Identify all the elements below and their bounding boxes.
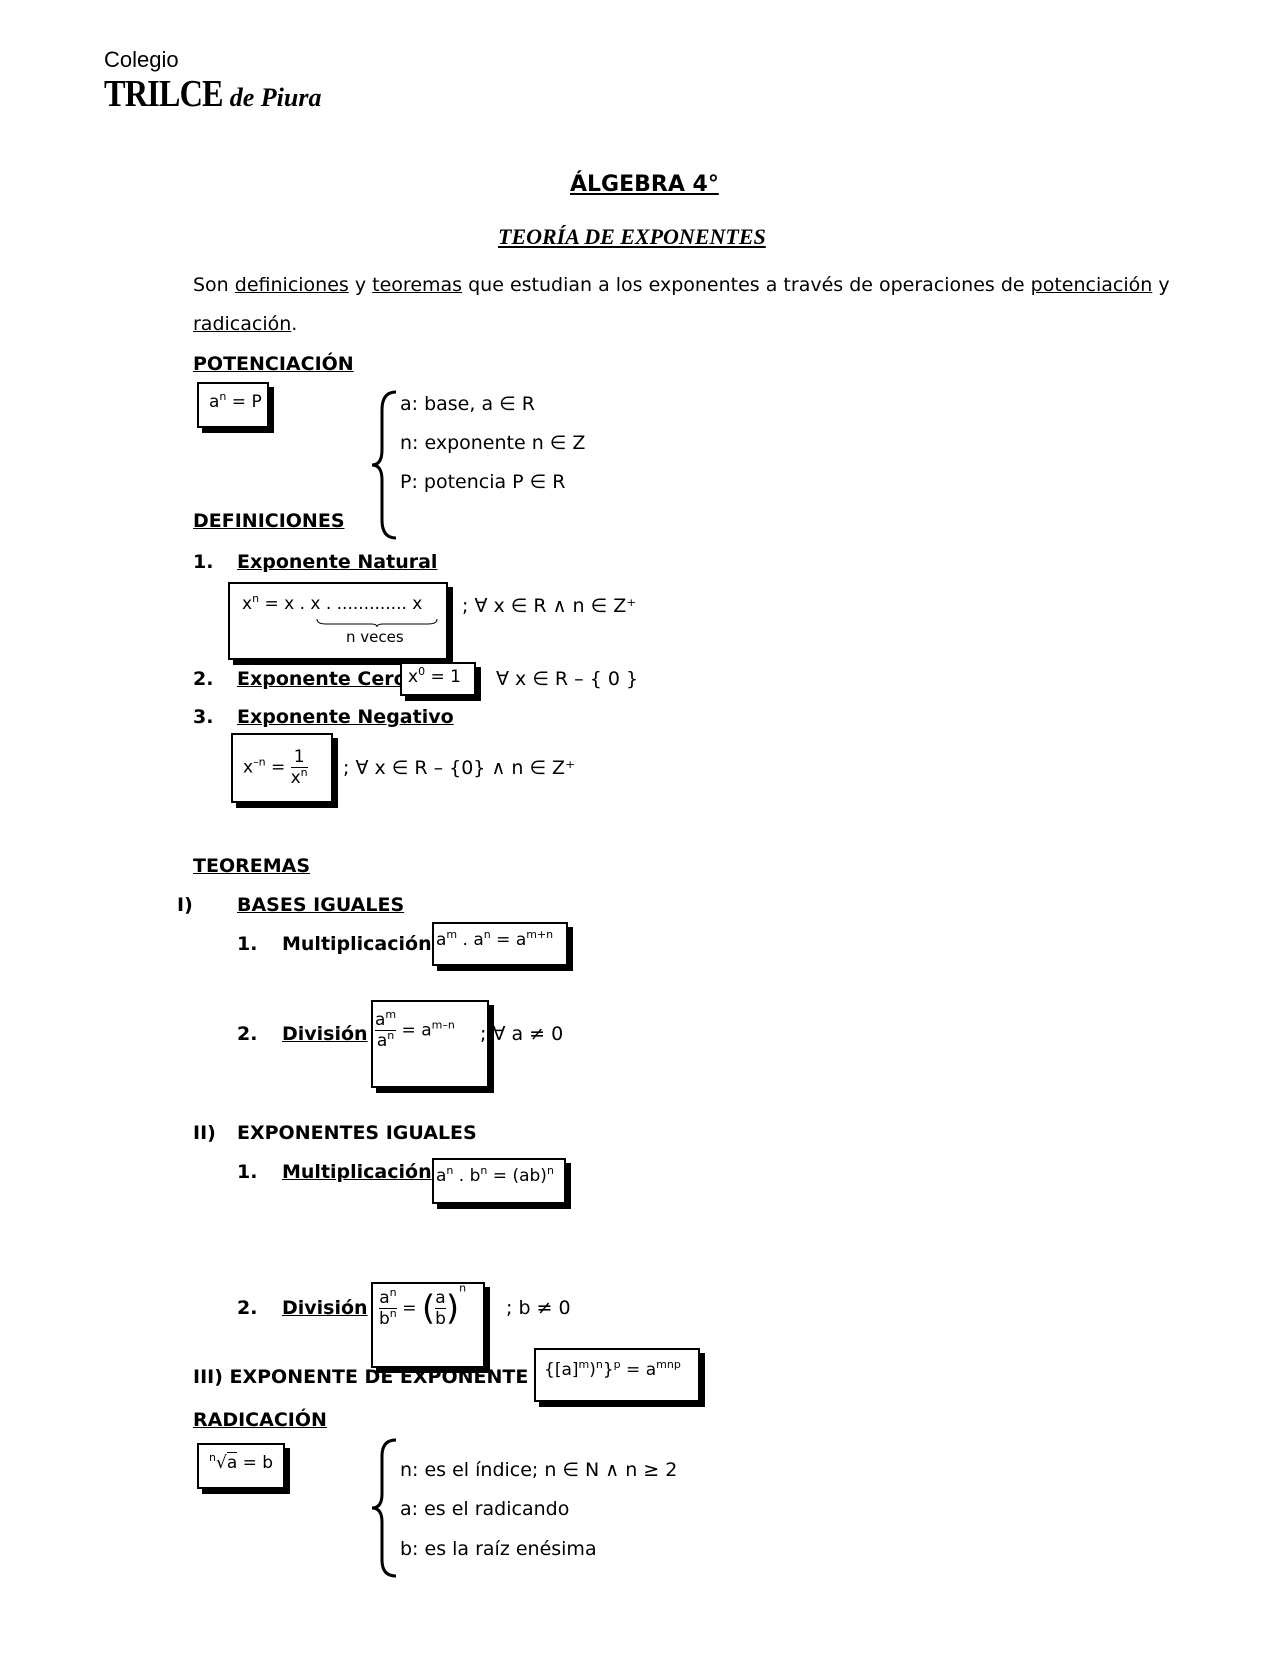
underbrace-label: n veces xyxy=(346,628,404,646)
document-title: TEORÍA DE EXPONENTES xyxy=(498,224,766,249)
potencia-legend-potencia: P: potencia P ∈ R xyxy=(400,471,566,493)
def1-title: Exponente Natural xyxy=(237,551,438,573)
exponentes-iguales-mult-box: an . bn = (ab)n xyxy=(432,1158,566,1204)
logo-line2: TRILCE xyxy=(104,73,224,115)
sec3-title: III) EXPONENTE DE EXPONENTE xyxy=(193,1366,529,1388)
def1-number: 1. xyxy=(193,551,214,573)
def3-title: Exponente Negativo xyxy=(237,706,454,728)
exponente-natural-box: xn = x . x . ............. x n veces xyxy=(228,582,448,660)
sec2-div-label: División xyxy=(282,1297,368,1319)
def1-condition: ; ∀ x ∈ R ∧ n ∈ Z⁺ xyxy=(462,595,637,617)
def3-number: 3. xyxy=(193,706,214,728)
sec1-div-condition: ; ∀ a ≠ 0 xyxy=(480,1023,564,1045)
sec2-number: II) xyxy=(193,1122,216,1144)
sec2-mult-number: 1. xyxy=(237,1161,258,1183)
sec1-div-number: 2. xyxy=(237,1023,258,1045)
intro-definiciones: definiciones xyxy=(234,274,349,296)
intro-paragraph-line2: radicación. xyxy=(193,313,298,335)
underbrace xyxy=(316,618,438,628)
radicacion-legend-indice: n: es el índice; n ∈ N ∧ n ≥ 2 xyxy=(400,1459,678,1481)
radicacion-legend-radicando: a: es el radicando xyxy=(400,1498,570,1520)
heading-radicacion: RADICACIÓN xyxy=(193,1409,327,1431)
intro-paragraph: Son definiciones y teoremas que estudian… xyxy=(193,274,1170,296)
potencia-legend-exponente: n: exponente n ∈ Z xyxy=(400,432,586,454)
intro-teoremas: teoremas xyxy=(372,274,463,296)
intro-potenciacion: potenciación xyxy=(1030,274,1153,296)
exponente-de-exponente-box: {[a]m)n}p = amnp xyxy=(534,1348,700,1402)
bases-iguales-mult-box: am . an = am+n xyxy=(432,922,568,966)
potencia-formula-box: an = P xyxy=(197,382,269,428)
sec1-mult-label: Multiplicación xyxy=(282,933,432,955)
radicacion-formula-box: n√a = b xyxy=(197,1443,285,1489)
potencia-legend-base: a: base, a ∈ R xyxy=(400,393,535,415)
sec1-title: BASES IGUALES xyxy=(237,894,405,916)
heading-definiciones: DEFINICIONES xyxy=(193,510,345,532)
heading-potenciacion: POTENCIACIÓN xyxy=(193,353,354,375)
potencia-legend-brace xyxy=(371,390,397,540)
radicacion-legend-brace xyxy=(371,1438,397,1578)
intro-radicacion: radicación xyxy=(193,313,292,335)
sec1-div-label: División xyxy=(282,1023,368,1045)
def2-title: Exponente Cero xyxy=(237,668,407,690)
course-title: ÁLGEBRA 4° xyxy=(570,172,719,197)
def3-condition: ; ∀ x ∈ R – {0} ∧ n ∈ Z⁺ xyxy=(343,757,576,779)
radical-sign: √ xyxy=(215,1453,227,1473)
def2-number: 2. xyxy=(193,668,214,690)
sec2-div-number: 2. xyxy=(237,1297,258,1319)
sec1-mult-number: 1. xyxy=(237,933,258,955)
def2-condition: ∀ x ∈ R – { 0 } xyxy=(496,668,639,690)
sec1-number: I) xyxy=(177,894,193,916)
heading-teoremas: TEOREMAS xyxy=(193,855,310,877)
sec2-div-condition: ; b ≠ 0 xyxy=(506,1297,571,1319)
logo-line3: de Piura xyxy=(229,83,322,112)
sec2-mult-label: Multiplicación xyxy=(282,1161,432,1183)
radicacion-legend-raiz: b: es la raíz enésima xyxy=(400,1538,597,1560)
logo-line1: Colegio xyxy=(104,47,179,72)
exponente-cero-box: x0 = 1 xyxy=(400,662,476,696)
sec2-title: EXPONENTES IGUALES xyxy=(237,1122,477,1144)
